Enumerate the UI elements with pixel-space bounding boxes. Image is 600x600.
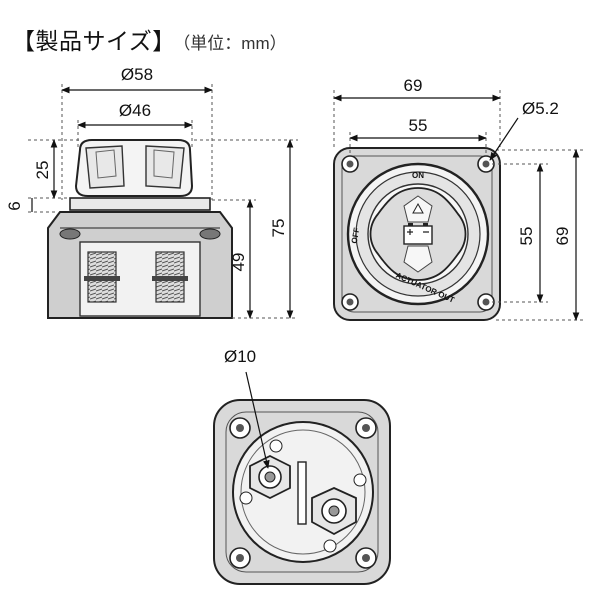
- dim-front-height: 69: [553, 227, 572, 246]
- dim-front-hole-spacing-h: 55: [409, 116, 428, 135]
- side-body: [47, 211, 233, 319]
- dim-gap-height: 6: [5, 201, 24, 210]
- back-mounting-holes: [229, 417, 377, 569]
- side-knob: [74, 139, 194, 197]
- battery-icon: [403, 223, 433, 245]
- stud-right-nut: [311, 487, 357, 536]
- dim-body-height: 49: [229, 253, 248, 272]
- side-view: Ø58 Ø46 25 6 49 75: [5, 65, 298, 319]
- unit-note: （単位：mm）: [181, 34, 287, 53]
- header: 【製品サイズ】 （単位：mm）: [12, 22, 287, 56]
- side-collar: [69, 197, 211, 211]
- dim-front-hole-spacing-v: 55: [517, 227, 536, 246]
- page-title: 【製品サイズ】: [12, 28, 176, 54]
- dim-knob-height: 25: [33, 161, 52, 180]
- front-mounting-holes: [341, 155, 495, 311]
- front-view: ON OFF ACTUATOR OUT 69 55 Ø5.2 55 69: [333, 76, 584, 321]
- dim-stud-diameter: Ø10: [224, 347, 256, 366]
- dim-outer-diameter: Ø58: [121, 65, 153, 84]
- arrow-up-icon: [412, 202, 424, 214]
- dim-total-height: 75: [269, 219, 288, 238]
- label-on: ON: [412, 171, 424, 180]
- dim-knob-diameter: Ø46: [119, 101, 151, 120]
- label-off: OFF: [350, 227, 362, 244]
- dim-front-width: 69: [404, 76, 423, 95]
- dim-hole-diameter: Ø5.2: [522, 99, 559, 118]
- stud-left-nut: [249, 454, 291, 500]
- back-view: Ø10: [213, 347, 391, 585]
